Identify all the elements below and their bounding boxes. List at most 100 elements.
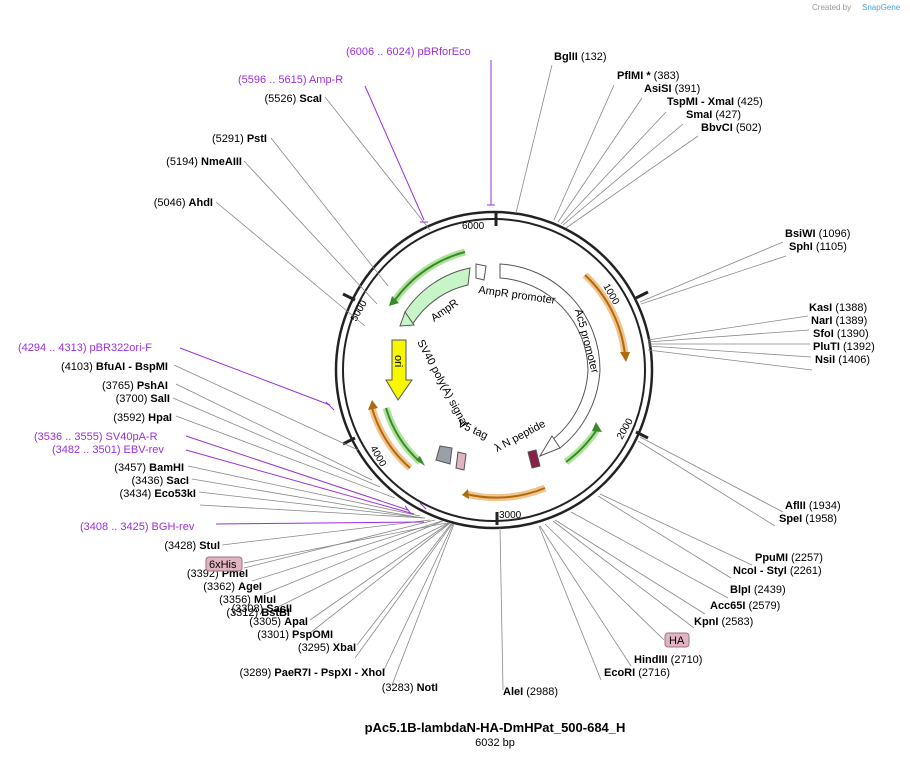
enzyme-site-label: (4103) BfuAI - BspMI — [61, 361, 168, 373]
enzyme-site-label: (5526) ScaI — [265, 93, 323, 105]
enzyme-position: (2583) — [718, 616, 753, 628]
enzyme-site-label: (3289) PaeR7I - PspXI - XhoI — [240, 667, 386, 679]
enzyme-position: (1406) — [835, 354, 870, 366]
enzyme-name: XbaI — [333, 642, 356, 654]
enzyme-leaders — [172, 64, 813, 691]
enzyme-position: (3434) — [120, 488, 155, 500]
ori-arrow — [385, 339, 413, 401]
enzyme-position: (3283) — [382, 682, 417, 694]
enzyme-position: (3305) — [249, 616, 284, 628]
enzyme-position: (5046) — [154, 197, 189, 209]
enzyme-name: BglII — [554, 51, 578, 63]
enzyme-site-label: SphI (1105) — [789, 241, 847, 253]
enzyme-name: AleI — [503, 686, 523, 698]
enzyme-name: NmeAIII — [201, 156, 242, 168]
credit-brand: SnapGene — [862, 3, 901, 12]
enzyme-name: Eco53kI — [154, 488, 196, 500]
enzyme-name: AhdI — [189, 197, 213, 209]
v5-tag-box — [455, 451, 467, 471]
enzyme-site-label: PflMI * (383) — [617, 70, 679, 82]
enzyme-position: (1388) — [832, 302, 867, 314]
enzyme-site-label: (3301) PspOMI — [257, 629, 333, 641]
enzyme-site-label: (3308) SacII — [231, 603, 292, 615]
orf-arc-4-core — [371, 407, 411, 469]
orf-arc-3-core — [465, 487, 546, 499]
enzyme-site-label: AsiSI (391) — [644, 83, 700, 95]
enzyme-site-label: (3434) Eco53kI — [120, 488, 196, 500]
enzyme-site-label: BglII (132) — [554, 51, 607, 63]
primer-sv40pa-r: (3536 .. 3555) SV40pA-R — [34, 431, 158, 443]
enzyme-name: PstI — [247, 133, 267, 145]
enzyme-position: (1392) — [840, 341, 875, 353]
enzyme-position: (3312) — [226, 607, 261, 619]
enzyme-name: AgeI — [238, 581, 262, 593]
ac5-promoter-head — [538, 435, 561, 458]
enzyme-name: AflII — [785, 500, 806, 512]
enzyme-name: SfoI — [813, 328, 834, 340]
enzyme-site-label: (3700) SalI — [116, 393, 170, 405]
v5-tag-label: V5 tag — [456, 418, 490, 442]
enzyme-site-label: (3356) MluI — [219, 594, 276, 606]
enzyme-name: NarI — [811, 315, 832, 327]
enzyme-name: SmaI — [686, 109, 712, 121]
enzyme-site-label: (3428) StuI — [164, 540, 220, 552]
enzyme-site-label: Acc65I (2579) — [710, 600, 780, 612]
enzyme-name: SalI — [150, 393, 170, 405]
enzyme-position: (3765) — [102, 380, 137, 392]
enzyme-labels: BglII (132) PflMI * (383)AsiSI (391)TspMI… — [61, 51, 875, 698]
enzyme-name: SpeI — [779, 513, 802, 525]
sv40-polya-box — [435, 445, 453, 465]
enzyme-site-label: SfoI (1390) — [813, 328, 869, 340]
enzyme-name: EcoRI — [604, 667, 635, 679]
enzyme-position: (3301) — [257, 629, 292, 641]
enzyme-site-label: (3295) XbaI — [298, 642, 356, 654]
enzyme-position: (3295) — [298, 642, 333, 654]
enzyme-name: BfuAI - BspMI — [96, 361, 168, 373]
enzyme-site-label: NcoI - StyI (2261) — [733, 565, 822, 577]
enzyme-site-label: (5194) NmeAIII — [166, 156, 242, 168]
enzyme-site-label: TspMI - XmaI (425) — [667, 96, 763, 108]
enzyme-name: KasI — [809, 302, 832, 314]
enzyme-position: (1105) — [813, 241, 847, 253]
enzyme-position: (2579) — [745, 600, 780, 612]
6xhis-tag-box — [205, 556, 243, 572]
enzyme-name: Acc65I — [710, 600, 745, 612]
orf-arc-1-head — [620, 352, 630, 362]
enzyme-site-label: BbvCI (502) — [701, 122, 762, 134]
enzyme-position: (3700) — [116, 393, 151, 405]
enzyme-name: BlpI — [730, 584, 751, 596]
enzyme-position: (1096) — [816, 228, 851, 240]
backbone-outer — [334, 210, 654, 530]
enzyme-name: HindIII — [634, 654, 668, 666]
enzyme-name: PspOMI — [292, 629, 333, 641]
sv40-polya-label: SV40 poly(A) signal — [414, 338, 470, 429]
enzyme-site-label: KpnI (2583) — [694, 616, 753, 628]
enzyme-position: (3457) — [114, 462, 149, 474]
enzyme-name: ScaI — [299, 93, 322, 105]
orf-arc-2-head — [592, 422, 602, 432]
enzyme-name: PflMI * — [617, 70, 651, 82]
enzyme-position: (2261) — [787, 565, 822, 577]
enzyme-site-label: NarI (1389) — [811, 315, 867, 327]
enzyme-site-label: EcoRI (2716) — [604, 667, 670, 679]
ori-label: ori — [392, 355, 404, 367]
orf-arc-5-head — [416, 456, 425, 466]
tick-3000: 3000 — [499, 510, 522, 521]
plasmid-length: 6032 bp — [475, 737, 515, 749]
lambda-n-peptide-box — [527, 449, 541, 469]
enzyme-name: SphI — [789, 241, 813, 253]
enzyme-position: (1934) — [806, 500, 841, 512]
primer-amp-r: (5596 .. 5615) Amp-R — [238, 74, 343, 86]
enzyme-position: (5526) — [265, 93, 300, 105]
enzyme-position: (502) — [733, 122, 762, 134]
primer-ebv-rev: (3482 .. 3501) EBV-rev — [52, 444, 164, 456]
enzyme-position: (132) — [578, 51, 607, 63]
enzyme-site-label: (3362) AgeI — [203, 581, 262, 593]
enzyme-position: (4103) — [61, 361, 96, 373]
ampr-promoter-box — [475, 263, 487, 281]
enzyme-position: (3436) — [132, 475, 167, 487]
enzyme-site-label: (5046) AhdI — [154, 197, 213, 209]
boxed-feature-leaders — [243, 522, 665, 641]
enzyme-site-label: (3592) HpaI — [113, 412, 172, 424]
orf-arc-1-core — [584, 274, 626, 356]
